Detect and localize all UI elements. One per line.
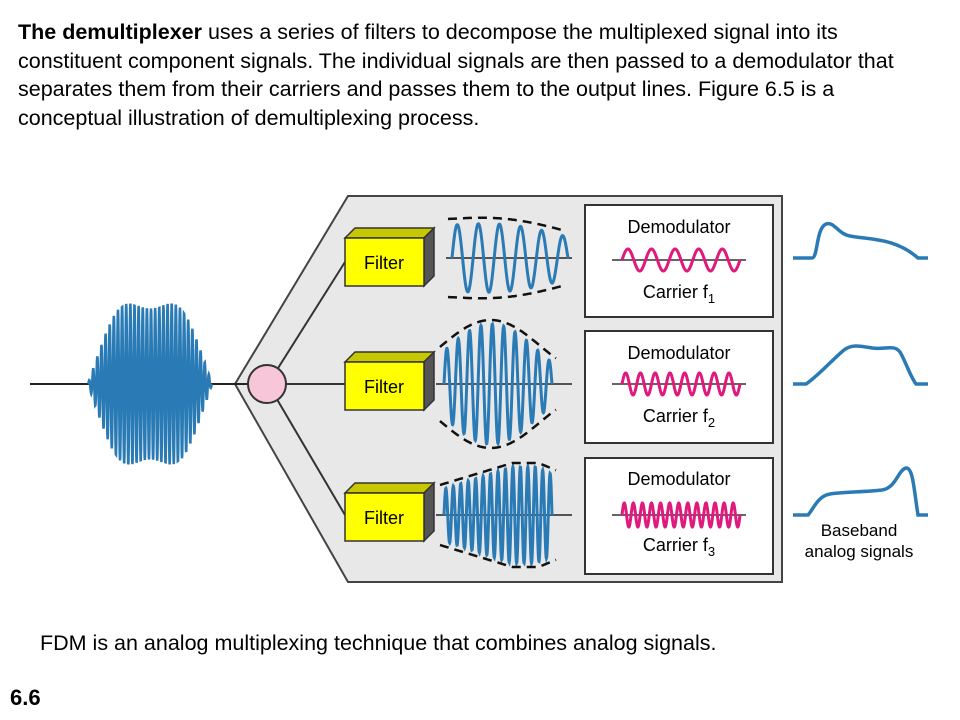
filtered-signal-2 — [436, 318, 572, 450]
baseband-signal-2 — [793, 344, 928, 386]
filtered-wave-3 — [442, 461, 554, 569]
intro-text: uses a series of filters to decompose th… — [18, 20, 894, 130]
carrier-wave-2 — [620, 371, 742, 397]
filtered-envelope-3-lower — [439, 543, 557, 569]
junction-node — [247, 364, 287, 404]
filter-label-1: Filter — [364, 253, 404, 273]
filter-label-3: Filter — [364, 508, 404, 528]
filtered-envelope-2-lower — [439, 408, 557, 450]
demodulator-3: Demodulator Carrier f3 — [584, 457, 774, 575]
baseband-signal-1 — [793, 221, 928, 260]
filter-1: Filter — [343, 226, 436, 288]
carrier-path-3 — [620, 501, 742, 529]
baseband-label-line-1: Baseband — [821, 521, 898, 540]
baseband-label-line-2: analog signals — [805, 542, 914, 561]
filter-2: Filter — [343, 350, 436, 412]
filtered-envelope-2-upper — [439, 318, 557, 360]
demodulator-title-2: Demodulator — [627, 343, 730, 363]
demodulator-2: Demodulator Carrier f2 — [584, 330, 774, 444]
carrier-label-3: Carrier f3 — [643, 535, 715, 559]
branch-line-1 — [267, 261, 346, 385]
filter-label-2: Filter — [364, 377, 404, 397]
demodulator-title-1: Demodulator — [627, 217, 730, 237]
demodulator-1: Demodulator Carrier f1 — [584, 204, 774, 318]
filtered-wave-2 — [442, 321, 554, 447]
demodulator-title-3: Demodulator — [627, 469, 730, 489]
baseband-signal-3 — [793, 466, 928, 517]
filtered-envelope-3-upper — [439, 461, 557, 487]
multiplexed-input-signal — [86, 303, 214, 465]
filtered-signal-1 — [446, 216, 572, 300]
filtered-signal-3 — [436, 461, 572, 569]
slide-number: 6.6 — [10, 685, 41, 710]
carrier-label-2: Carrier f2 — [643, 406, 715, 430]
intro-paragraph: The demultiplexer uses a series of filte… — [18, 18, 938, 132]
filtered-envelope-1-upper — [447, 216, 567, 233]
carrier-label-1: Carrier f1 — [643, 282, 715, 306]
filter-3: Filter — [343, 481, 436, 543]
intro-bold-lead: The demultiplexer — [18, 20, 202, 44]
branch-line-3 — [267, 383, 346, 516]
demultiplexing-diagram: Filter Filter Filter Demodulator Carrier… — [30, 195, 928, 583]
carrier-path-1 — [620, 247, 742, 273]
input-wave-path — [86, 303, 214, 465]
filtered-wave-1 — [450, 222, 570, 294]
carrier-path-2 — [620, 371, 742, 397]
carrier-wave-1 — [620, 247, 742, 273]
filtered-envelope-1-lower — [447, 283, 567, 300]
caption: FDM is an analog multiplexing technique … — [40, 631, 717, 655]
carrier-wave-3 — [620, 501, 742, 529]
